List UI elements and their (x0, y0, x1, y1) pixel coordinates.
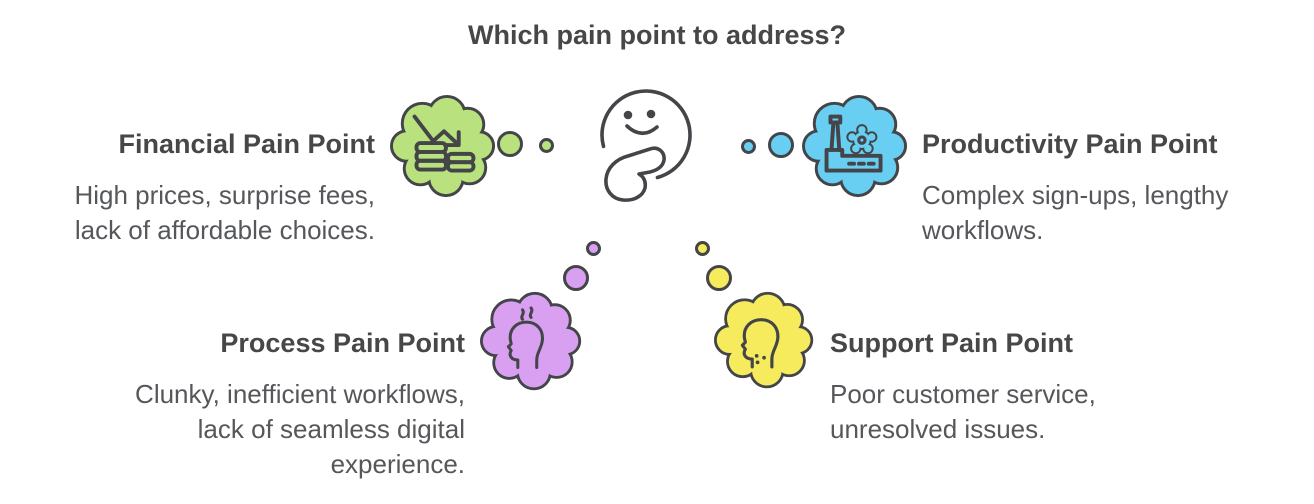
steam-squiggle (528, 306, 534, 319)
description-line: Clunky, inefficient workflows, (135, 379, 465, 409)
support-pain-point-description: Poor customer service, unresolved issues… (830, 377, 1314, 447)
thought-trail-dot (706, 265, 732, 291)
description-line: lack of affordable choices. (74, 215, 375, 245)
productivity-cloud-icon (802, 93, 910, 201)
thought-trail-dot (695, 241, 710, 256)
support-cloud-icon (714, 290, 816, 392)
process-pain-point-title: Process Pain Point (220, 328, 465, 358)
thought-trail-dot (539, 138, 554, 153)
page-title: Which pain point to address? (468, 20, 846, 50)
thought-trail-dot (586, 241, 601, 256)
support-pain-point-title: Support Pain Point (830, 328, 1073, 358)
description-line: High prices, surprise fees, (74, 180, 375, 210)
thinking-face-icon (600, 89, 692, 202)
face-eye (646, 109, 656, 119)
gear-icon (846, 124, 878, 155)
distress-dot (762, 355, 766, 360)
description-line: Complex sign-ups, lengthy (922, 180, 1229, 210)
face-frown-mouth (625, 124, 659, 136)
description-line: unresolved issues. (830, 414, 1046, 444)
thinking-hand (604, 146, 666, 202)
process-cloud-icon (480, 290, 584, 394)
description-line: Poor customer service, (830, 379, 1096, 409)
productivity-pain-point-description: Complex sign-ups, lengthy workflows. (922, 178, 1314, 248)
thought-trail-dot (768, 132, 794, 158)
financial-pain-point-title: Financial Pain Point (118, 129, 375, 159)
description-line: workflows. (922, 215, 1044, 245)
thought-trail-dot (497, 131, 523, 157)
thought-trail-dot (563, 265, 589, 291)
coins-icon (414, 141, 476, 173)
description-line: experience. (330, 449, 465, 479)
financial-cloud-icon (390, 93, 498, 201)
distress-dot (754, 353, 759, 358)
process-pain-point-description: Clunky, inefficient workflows, lack of s… (0, 377, 465, 482)
declining-chart-icon (412, 114, 461, 147)
factory-icon (824, 114, 883, 173)
productivity-pain-point-title: Productivity Pain Point (922, 129, 1218, 159)
overheated-head-icon (506, 306, 544, 370)
description-line: lack of seamless digital (197, 414, 465, 444)
face-eye (623, 110, 633, 120)
thought-trail-dot (741, 139, 756, 154)
distress-dot (755, 360, 760, 365)
steam-squiggle (520, 308, 525, 321)
financial-pain-point-description: High prices, surprise fees, lack of affo… (0, 178, 375, 248)
